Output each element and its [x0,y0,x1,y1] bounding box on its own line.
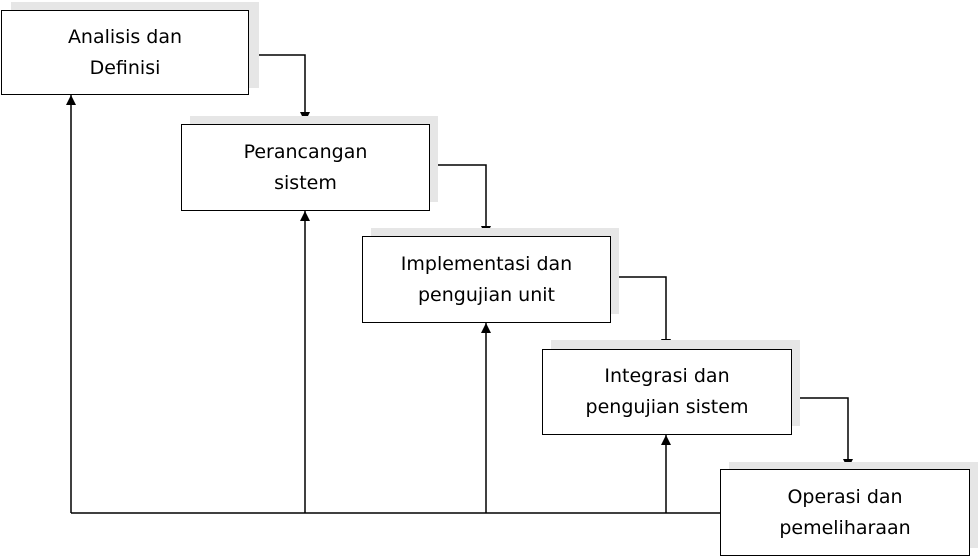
step-4-label-line-1: Integrasi dan [604,365,730,387]
step-operasi-pemeliharaan: Operasi dan pemeliharaan [720,469,970,556]
step-implementasi-pengujian-unit: Implementasi dan pengujian unit [362,236,611,323]
step-1-label-line-2: Definisi [89,56,161,79]
flow-arrow-2-to-3 [430,164,491,236]
step-3-label-line-2: pengujian unit [418,283,555,306]
step-4-label-line-2: pengujian sistem [585,396,749,418]
step-perancangan-sistem: Perancangan sistem [181,124,430,211]
step-integrasi-pengujian-sistem: Integrasi dan pengujian sistem [542,349,792,435]
step-1-label-line-1: Analisis dan [67,25,183,48]
step-5-label-line-1: Operasi dan [787,485,903,508]
step-2-label-line-1: Perancangan [243,140,368,163]
step-2-label-line-2: sistem [274,171,337,194]
step-5-label-line-2: pemeliharaan [779,516,911,539]
flow-arrow-1-to-2 [249,54,310,122]
step-analisis-definisi: Analisis dan Definisi [1,10,249,95]
flow-arrow-3-to-4 [611,276,671,349]
flow-arrow-4-to-5 [792,397,853,469]
step-3-label-line-1: Implementasi dan [400,252,573,275]
